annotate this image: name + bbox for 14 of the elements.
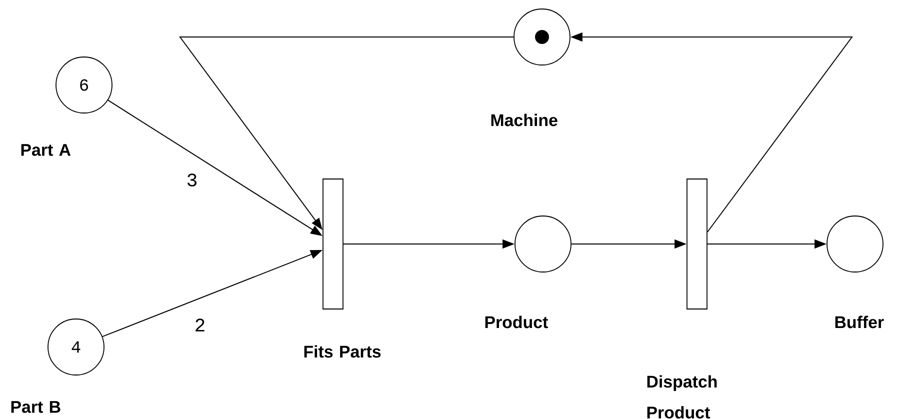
edge-label: 2 [193, 318, 207, 332]
place-label: Dispatch Product [647, 375, 717, 419]
place-label: Buffer [835, 316, 884, 328]
transition-bar [686, 178, 708, 310]
place-label: Part A [21, 144, 71, 156]
place-circle [514, 216, 572, 272]
place-circle [826, 216, 884, 272]
place-label: Product [485, 316, 548, 328]
place-label: Fits Parts [304, 345, 381, 358]
transition-bar [322, 178, 344, 310]
place-circle [514, 8, 570, 66]
place-label: Machine [491, 114, 558, 126]
edge-label: 3 [185, 172, 199, 188]
place-label: Part B [11, 401, 60, 413]
